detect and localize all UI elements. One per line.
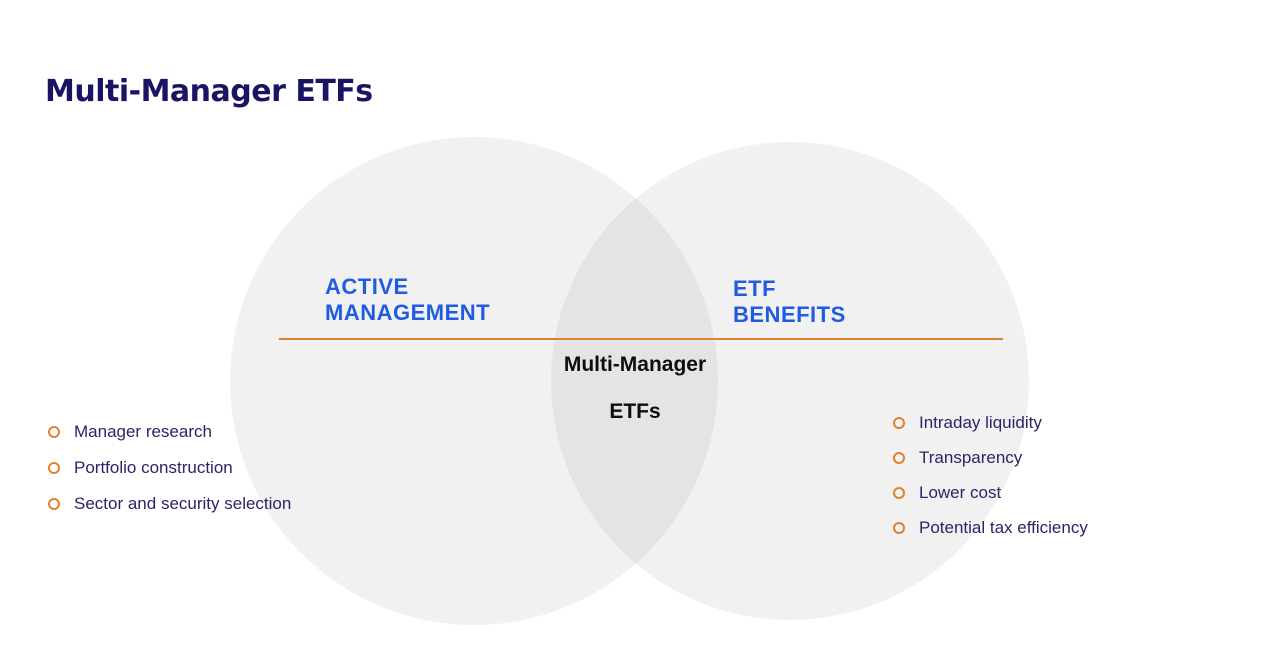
list-item: Sector and security selection xyxy=(48,492,291,515)
etf-benefits-bullet-list: Intraday liquidity Transparency Lower co… xyxy=(893,411,1088,539)
list-item-label: Sector and security selection xyxy=(74,494,292,513)
list-item: Portfolio construction xyxy=(48,456,291,479)
venn-center-label-line2: ETFs xyxy=(609,400,661,423)
list-item-label: Intraday liquidity xyxy=(919,413,1042,432)
circle-outline-bullet-icon xyxy=(48,497,60,510)
page-title: Multi-Manager ETFs xyxy=(45,74,373,110)
venn-circle-etf-benefits xyxy=(551,142,1029,620)
venn-heading-active-management: ACTIVE MANAGEMENT xyxy=(325,274,491,325)
venn-heading-etf-benefits: ETF BENEFITS xyxy=(733,276,846,327)
list-item: Transparency xyxy=(893,446,1088,469)
list-item-label: Lower cost xyxy=(919,483,1002,502)
list-item-label: Transparency xyxy=(919,448,1023,467)
list-item: Intraday liquidity xyxy=(893,411,1088,434)
venn-circle-active-management xyxy=(230,137,718,625)
list-item: Potential tax efficiency xyxy=(893,516,1088,539)
circle-outline-bullet-icon xyxy=(893,521,905,534)
list-item: Lower cost xyxy=(893,481,1088,504)
list-item-label: Portfolio construction xyxy=(74,458,233,477)
list-item-label: Potential tax efficiency xyxy=(919,518,1088,537)
divider-line xyxy=(279,338,1003,340)
venn-center-label-line1: Multi-Manager xyxy=(563,353,707,376)
list-item: Manager research xyxy=(48,420,291,443)
circle-outline-bullet-icon xyxy=(893,416,905,429)
circle-outline-bullet-icon xyxy=(893,451,905,464)
list-item-label: Manager research xyxy=(74,422,212,441)
circle-outline-bullet-icon xyxy=(48,425,60,438)
active-management-bullet-list: Manager research Portfolio construction … xyxy=(48,420,291,515)
circle-outline-bullet-icon xyxy=(893,486,905,499)
circle-outline-bullet-icon xyxy=(48,461,60,474)
